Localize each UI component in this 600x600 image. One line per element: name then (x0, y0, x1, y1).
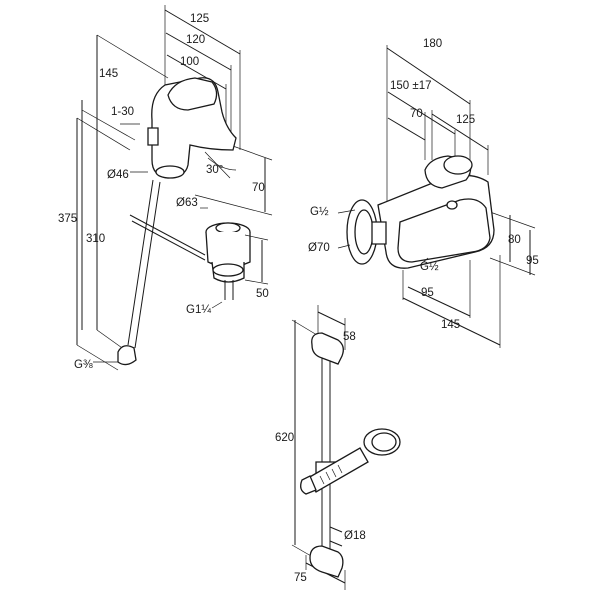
dim-bath-g1-2-outlet: G½ (420, 261, 439, 273)
dim-basin-70: 70 (252, 182, 265, 194)
dim-basin-310: 310 (86, 233, 105, 245)
dim-basin-g3-8: G⅜ (74, 359, 93, 371)
dim-basin-375: 375 (58, 213, 77, 225)
dim-basin-46-diameter: Ø46 (107, 169, 129, 181)
dim-basin-120: 120 (186, 34, 205, 46)
bath-mixer-spout (397, 198, 491, 263)
dim-basin-145: 145 (99, 68, 118, 80)
dim-bath-70: 70 (410, 108, 423, 120)
dim-bath-70-diameter: Ø70 (308, 242, 330, 254)
dim-shower-18-diameter: Ø18 (344, 530, 366, 542)
dim-bath-125: 125 (456, 114, 475, 126)
dim-basin-125: 125 (190, 13, 209, 25)
dim-bath-80: 80 (508, 234, 521, 246)
dim-basin-63-diameter: Ø63 (176, 197, 198, 209)
dim-bath-95-horizontal: 95 (421, 287, 434, 299)
dim-basin-100: 100 (180, 56, 199, 68)
basin-faucet-lever (167, 77, 218, 111)
dim-bath-g1-2-inlet: G½ (310, 206, 329, 218)
dim-basin-30deg: 30° (206, 164, 223, 176)
bath-mixer-drawing: 180 150 ±17 70 125 G½ Ø70 80 95 G½ 95 14… (308, 38, 539, 348)
dim-bath-150: 150 ±17 (390, 80, 432, 92)
dim-basin-50: 50 (256, 288, 269, 300)
basin-mixer-drawing: 125 120 100 145 1-30 30° Ø46 70 Ø63 375 … (58, 5, 273, 371)
shower-bottom-bracket (309, 545, 344, 578)
dim-basin-g1-1-4: G1¼ (186, 304, 211, 316)
dim-basin-1-30: 1-30 (111, 106, 134, 118)
shower-top-bracket (311, 332, 344, 365)
dim-shower-58: 58 (343, 331, 356, 343)
dim-bath-145: 145 (441, 319, 460, 331)
dim-shower-620: 620 (275, 432, 294, 444)
dim-bath-95-vertical: 95 (526, 255, 539, 267)
dim-bath-180: 180 (423, 38, 442, 50)
dim-shower-75: 75 (294, 572, 307, 584)
shower-rail-drawing: 58 620 Ø18 75 (275, 305, 401, 590)
